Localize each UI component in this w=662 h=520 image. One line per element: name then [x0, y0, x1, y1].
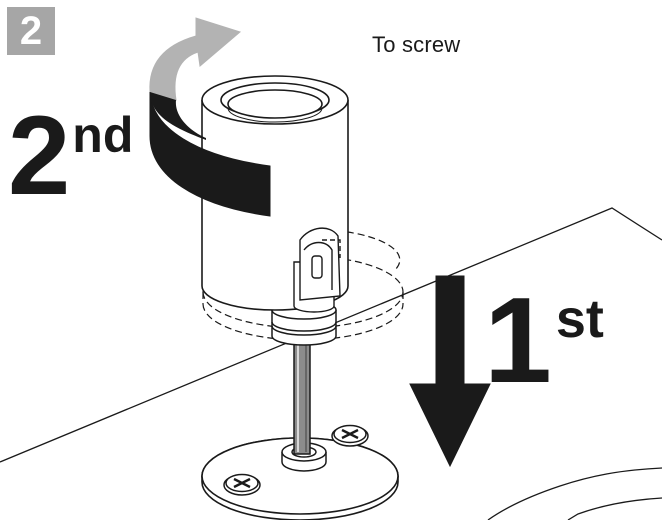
screw-head-left-icon	[223, 473, 261, 496]
second-step-label: 2nd	[8, 93, 134, 218]
rotate-arrow-icon	[149, 17, 271, 217]
down-arrow-icon	[409, 275, 491, 468]
second-step-number: 2	[8, 93, 71, 218]
second-step-suffix: nd	[72, 107, 134, 163]
instruction-caption: To screw	[372, 32, 461, 57]
first-step-number: 1	[484, 272, 552, 408]
step-number-badge: 2	[7, 7, 55, 55]
table-surface	[0, 207, 662, 520]
screw-head-right-icon	[331, 424, 369, 447]
threaded-rod	[293, 337, 311, 455]
first-step-label: 1st	[484, 272, 604, 408]
base-plate	[201, 437, 399, 520]
first-step-suffix: st	[555, 289, 604, 349]
side-clip	[293, 227, 341, 313]
